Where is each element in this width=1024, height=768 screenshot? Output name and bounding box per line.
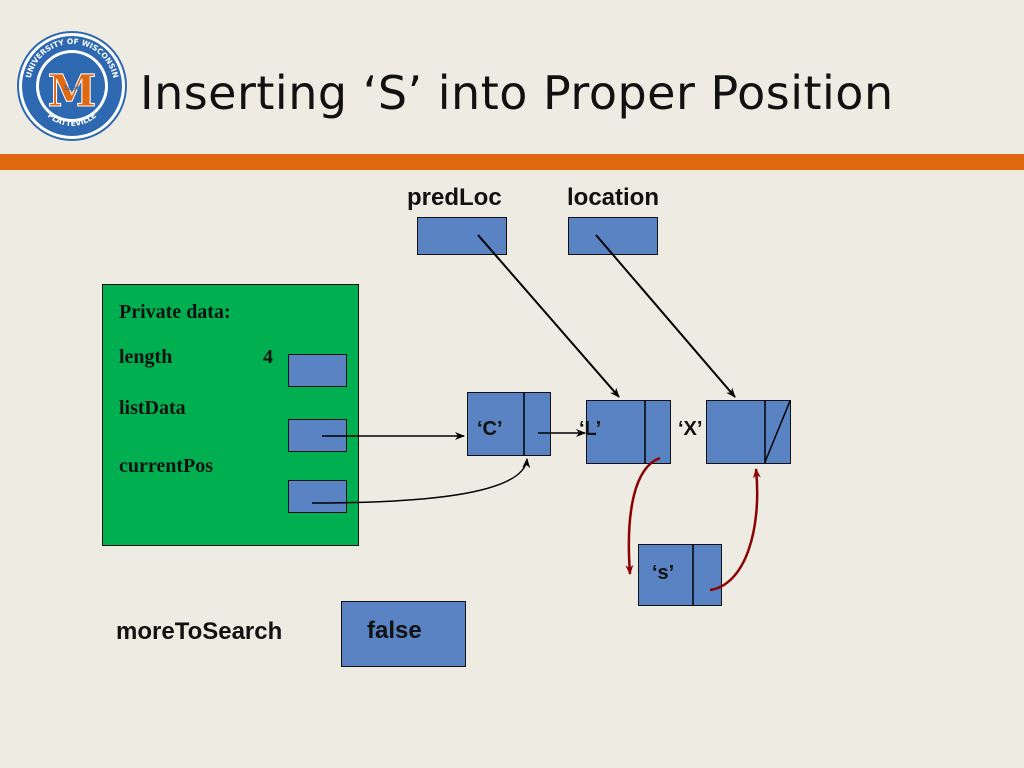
length-label: length	[119, 346, 173, 368]
current-pos-arrow	[311, 458, 531, 504]
logo-year: 1866	[64, 85, 81, 92]
length-value: 4	[263, 346, 273, 368]
node-c-value: ‘C’	[477, 418, 503, 440]
node-x-null-slash	[764, 400, 791, 463]
logo-letter: M	[48, 66, 97, 117]
s-to-x-arrow	[709, 468, 761, 592]
more-to-search-value: false	[367, 617, 422, 644]
node-x-value: ‘X’	[678, 418, 703, 440]
pred-loc-pointer-box	[417, 217, 507, 255]
more-to-search-box	[341, 601, 466, 667]
node-l	[586, 400, 671, 464]
pred-loc-arrow	[477, 234, 620, 398]
accent-bar	[0, 154, 1024, 170]
length-box	[288, 354, 347, 387]
slide-title: Inserting ‘S’ into Proper Position	[140, 66, 894, 120]
list-data-label: listData	[119, 397, 186, 419]
current-pos-box	[288, 480, 347, 513]
node-s	[638, 544, 722, 606]
node-c	[467, 392, 551, 456]
location-label: location	[567, 184, 660, 211]
current-pos-label: currentPos	[119, 455, 214, 477]
location-arrow	[595, 234, 736, 398]
node-s-value: ‘s’	[652, 562, 675, 584]
private-data-heading: Private data:	[119, 301, 231, 323]
pred-loc-label: predLoc	[407, 184, 502, 211]
university-logo: UNIVERSITY OF WISCONSIN PLATTEVILLE M 18…	[17, 31, 127, 141]
more-to-search-label: moreToSearch	[116, 618, 283, 645]
l-to-s-arrow	[625, 456, 661, 575]
